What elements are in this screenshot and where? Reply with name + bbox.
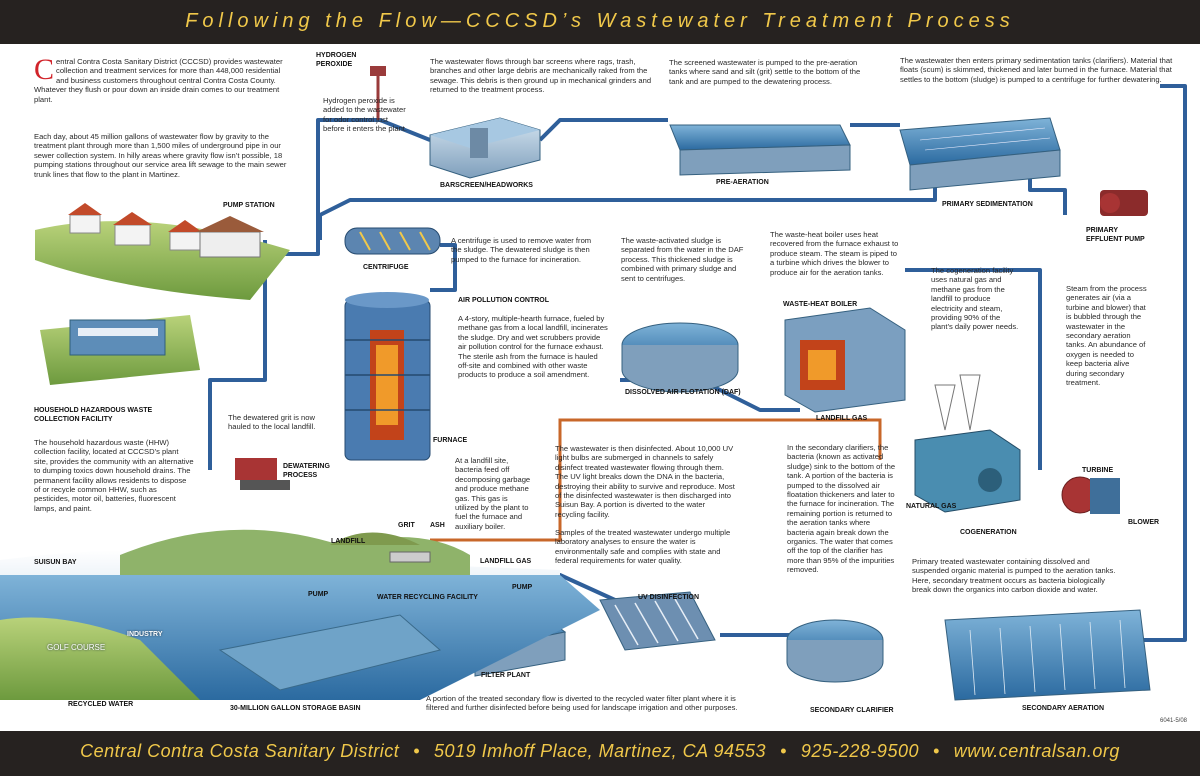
grit-pipe [208,240,267,470]
desc-centrifuge: A centrifuge is used to remove water fro… [451,236,592,264]
primary-effluent-pipe [1028,176,1067,215]
centrifuge-illustration [344,227,441,255]
cogeneration-illustration [914,374,1021,513]
primary-effluent-pump-illustration [1100,190,1148,216]
headworks-illustration [429,117,541,179]
label-golf-course: GOLF COURSE [47,643,106,652]
label-ash: ASH [430,522,445,529]
label-primary-effluent-pump: PRIMARY EFFLUENT PUMP [1086,227,1145,243]
label-recycled-water: RECYCLED WATER [68,701,134,708]
footer-org: Central Contra Costa Sanitary District [80,741,400,761]
label-pump-station: PUMP STATION [223,202,275,209]
label-landfill-gas-2: LANDFILL GAS [480,558,532,565]
page-title: Following the Flow—CCCSD’s Wastewater Tr… [185,10,1015,32]
desc-secondary-aeration: Primary treated wastewater containing di… [912,557,1116,595]
label-daf: DISSOLVED AIR FLOTATION (DAF) [625,389,741,396]
landscape-illustration [0,529,600,716]
intro-dropcap: C [34,53,55,86]
label-pump-2: PUMP [512,584,533,591]
landfill-gas-pipe [430,418,882,542]
label-blower: BLOWER [1128,519,1160,526]
label-centrifuge: CENTRIFUGE [363,264,409,271]
label-secondary-aeration: SECONDARY AERATION [1022,705,1105,712]
peroxide-nozzle [370,66,386,76]
label-landfill: LANDFILL [331,538,366,545]
label-waste-heat-boiler: WASTE-HEAT BOILER [783,301,858,308]
label-water-recycling: WATER RECYCLING FACILITY [377,594,478,601]
desc-uv-1: The wastewater is then disinfected. Abou… [555,444,735,519]
hhw-facility-illustration [40,315,200,385]
uv-disinfection-illustration [599,591,716,651]
daf-illustration [621,322,739,393]
centrifuge-to-furnace-pipe [430,243,457,292]
intro-paragraph-1-text: entral Contra Costa Sanitary District (C… [34,57,283,104]
label-industry: INDUSTRY [127,631,163,638]
desc-daf: The waste-activated sludge is separated … [621,236,744,283]
waste-heat-boiler-illustration [784,307,906,413]
footer-bullet-2: • [780,741,787,761]
desc-hydrogen-peroxide: Hydrogen peroxide is added to the wastew… [323,96,408,134]
label-pre-aeration: PRE-AERATION [716,179,769,186]
desc-pre-aeration: The screened wastewater is pumped to the… [669,58,861,86]
label-filter-plant: FILTER PLANT [481,672,531,679]
primary-to-centrifuge-pipe [318,176,937,240]
label-hydrogen-peroxide: HYDROGEN PEROXIDE [316,52,357,68]
secondary-aeration-illustration [944,609,1151,701]
footer-address: 5019 Imhoff Place, Martinez, CA 94553 [434,741,767,761]
label-uv-disinfection: UV DISINFECTION [638,594,700,601]
desc-barscreen: The wastewater flows through bar screens… [430,57,652,95]
label-suisun-bay: SUISUN BAY [34,559,77,566]
label-turbine: TURBINE [1082,467,1114,474]
steam-pipe [905,268,1042,470]
label-storage-basin: 30-MILLION GALLON STORAGE BASIN [230,705,361,712]
label-landfill-gas-1: LANDFILL GAS [816,415,868,422]
neighborhood-illustration [35,203,290,300]
dewatering-illustration [235,458,290,490]
desc-primary-sedimentation: The wastewater then enters primary sedim… [900,56,1173,84]
footer-bullet-3: • [932,741,940,761]
landfill-illustration [330,532,431,563]
label-primary-sedimentation: PRIMARY SEDIMENTATION [942,201,1033,208]
footer-band [0,731,1200,776]
primary-sedimentation-illustration [899,117,1061,191]
footer-website[interactable]: www.centralsan.org [953,741,1120,761]
secondary-clarifier-illustration [786,619,884,683]
desc-filter-plant: A portion of the treated secondary flow … [426,694,738,713]
headworks-to-preaeration-pipe [538,118,668,142]
desc-landfill: At a landfill site, bacteria feed off de… [455,456,531,531]
label-air-pollution-control: AIR POLLUTION CONTROL [458,297,549,304]
furnace-illustration [344,292,431,461]
intro-paragraph-2: Each day, about 45 million gallons of wa… [34,132,287,179]
desc-secondary-clarifier: In the secondary clarifiers, the bacteri… [787,443,896,575]
desc-grit: The dewatered grit is now hauled to the … [228,413,316,432]
label-hhw: HOUSEHOLD HAZARDOUS WASTE COLLECTION FAC… [34,407,153,423]
label-secondary-clarifier: SECONDARY CLARIFIER [810,707,894,714]
label-dewatering: DEWATERING PROCESS [283,463,330,479]
influent-pipe [255,118,431,256]
label-grit: GRIT [398,522,415,529]
desc-hhw: The household hazardous waste (HHW) coll… [34,438,194,513]
desc-uv-2: Samples of the treated wastewater underg… [555,528,731,566]
process-illustration [0,66,1187,716]
preaeration-illustration [669,124,851,176]
label-barscreen: BARSCREEN/HEADWORKS [440,182,533,189]
to-aeration-pipe [1140,84,1187,642]
footer-phone: 925-228-9500 [800,741,919,761]
desc-cogeneration: The cogeneration facility uses natural g… [931,266,1019,332]
doc-code: 6041-5/08 [1160,718,1188,724]
label-cogeneration: COGENERATION [960,529,1017,536]
label-furnace: FURNACE [433,437,468,444]
footer-bullet-1: • [413,741,421,761]
footer: Central Contra Costa Sanitary District • 5… [0,741,1200,762]
desc-furnace: A 4-story, multiple-hearth furnace, fuel… [458,314,608,380]
turbine-blower-illustration [1061,476,1120,514]
desc-steam: Steam from the process generates air (vi… [1066,284,1147,388]
label-pump-1: PUMP [308,591,329,598]
desc-waste-heat-boiler: The waste-heat boiler uses heat recovere… [770,230,899,277]
label-natural-gas: NATURAL GAS [906,503,957,510]
header-band [0,0,1200,44]
